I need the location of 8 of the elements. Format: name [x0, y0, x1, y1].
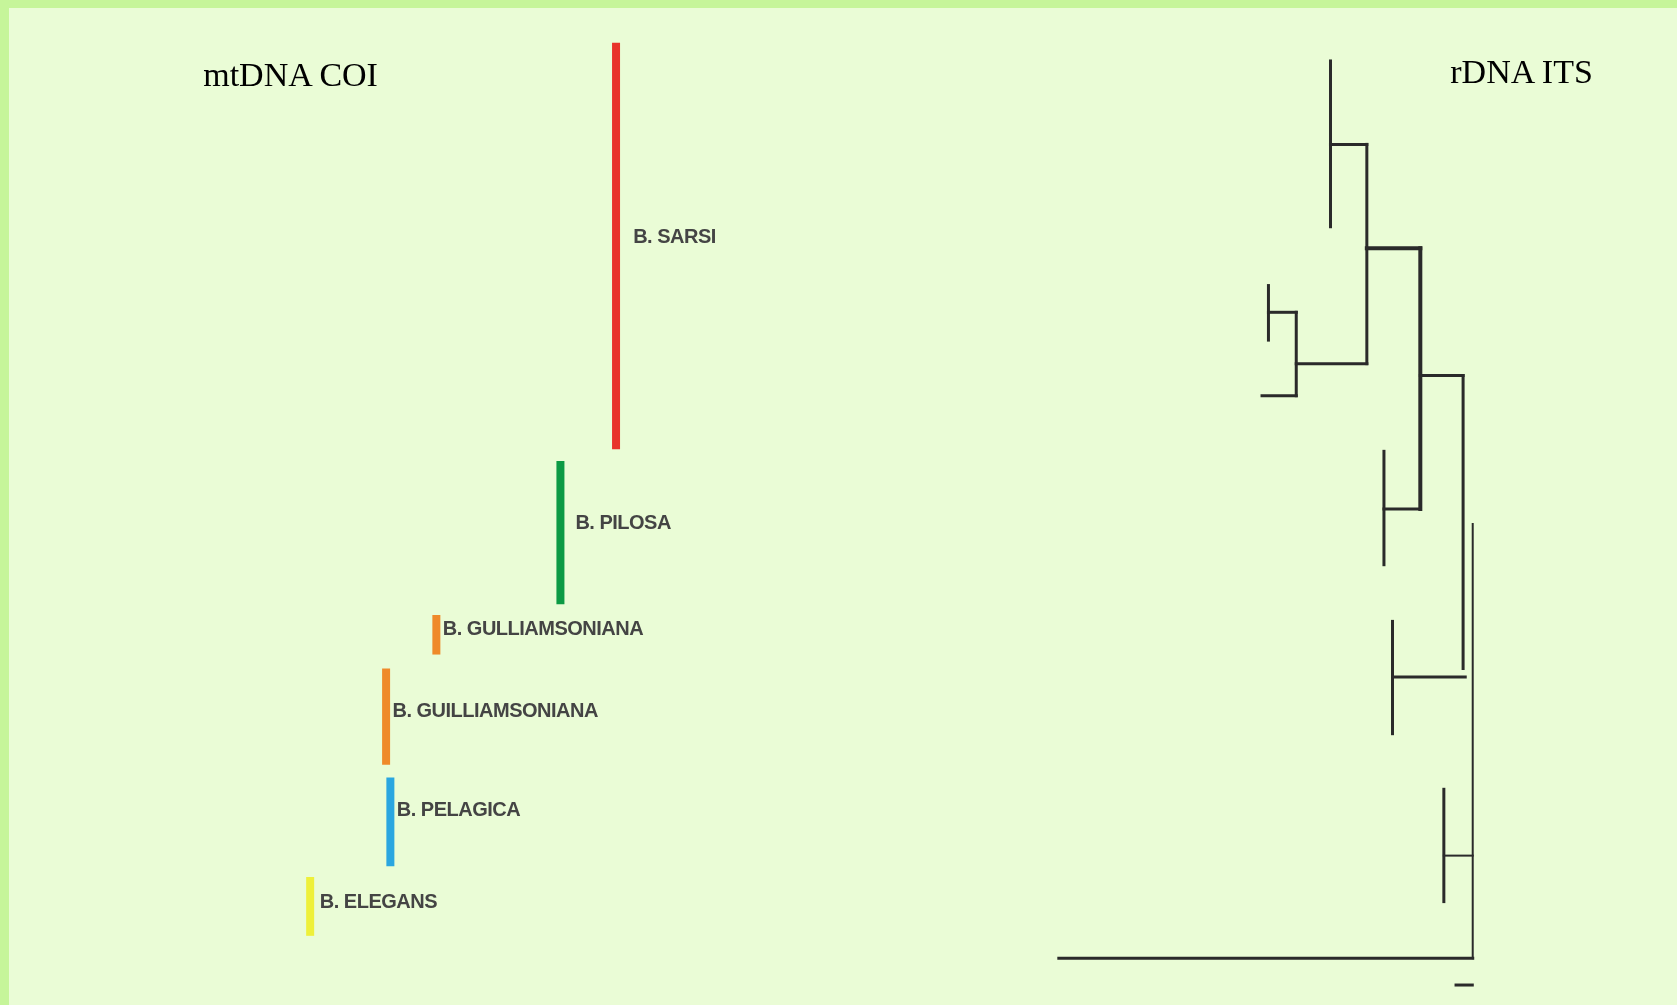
- clade-label: B. PILOSA: [575, 511, 671, 535]
- clade-label: B. GULLIAMSONIANA: [442, 617, 644, 641]
- tree-title: rDNA ITS: [1450, 53, 1593, 92]
- tree-title: mtDNA COI: [203, 55, 378, 94]
- clade-label: B. SARSI: [633, 224, 716, 248]
- clade-label: B. GUILLIAMSONIANA: [392, 699, 598, 723]
- clade-label: B. PELAGICA: [396, 797, 521, 821]
- clade-label: B. ELEGANS: [319, 889, 438, 913]
